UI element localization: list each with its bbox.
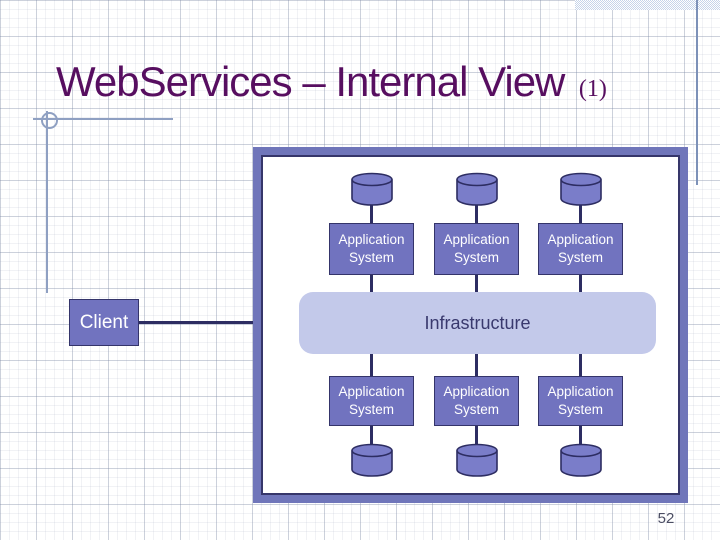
app-system-box: Application System (538, 223, 623, 275)
slide-title-text: WebServices – Internal View (56, 58, 565, 105)
connector-line (475, 353, 478, 377)
database-icon (351, 443, 393, 477)
connector-client-to-frame (139, 321, 255, 324)
page-number: 52 (657, 510, 675, 527)
app-system-box: Application System (538, 376, 623, 426)
client-box: Client (69, 299, 139, 346)
database-icon (560, 443, 602, 477)
connector-line (370, 274, 373, 293)
connector-line (370, 353, 373, 377)
app-system-label: Application System (443, 232, 510, 265)
app-system-box: Application System (434, 376, 519, 426)
database-icon (560, 172, 602, 206)
decor-vertical-line (46, 111, 48, 293)
connector-line (370, 425, 373, 444)
database-icon (351, 172, 393, 206)
connector-line (579, 353, 582, 377)
top-right-vertical-line (696, 0, 698, 185)
decor-crosshair-circle-icon (41, 112, 58, 129)
connector-line (475, 204, 478, 224)
app-system-label: Application System (338, 384, 405, 417)
connector-line (579, 425, 582, 444)
connector-line (475, 274, 478, 293)
app-system-label: Application System (547, 384, 614, 417)
app-system-label: Application System (443, 384, 510, 417)
connector-line (370, 204, 373, 224)
database-icon (456, 172, 498, 206)
connector-line (579, 204, 582, 224)
infrastructure-label: Infrastructure (424, 312, 531, 333)
app-system-box: Application System (434, 223, 519, 275)
app-system-box: Application System (329, 223, 414, 275)
app-system-label: Application System (547, 232, 614, 265)
database-icon (456, 443, 498, 477)
slide-title: WebServices – Internal View (1) (56, 58, 696, 106)
app-system-box: Application System (329, 376, 414, 426)
app-system-label: Application System (338, 232, 405, 265)
client-label: Client (79, 311, 129, 333)
connector-line (579, 274, 582, 293)
connector-line (475, 425, 478, 444)
top-accent-band (575, 0, 720, 10)
decor-horizontal-line (33, 118, 173, 120)
infrastructure-bar: Infrastructure (299, 292, 656, 354)
slide-title-index: (1) (578, 76, 607, 102)
